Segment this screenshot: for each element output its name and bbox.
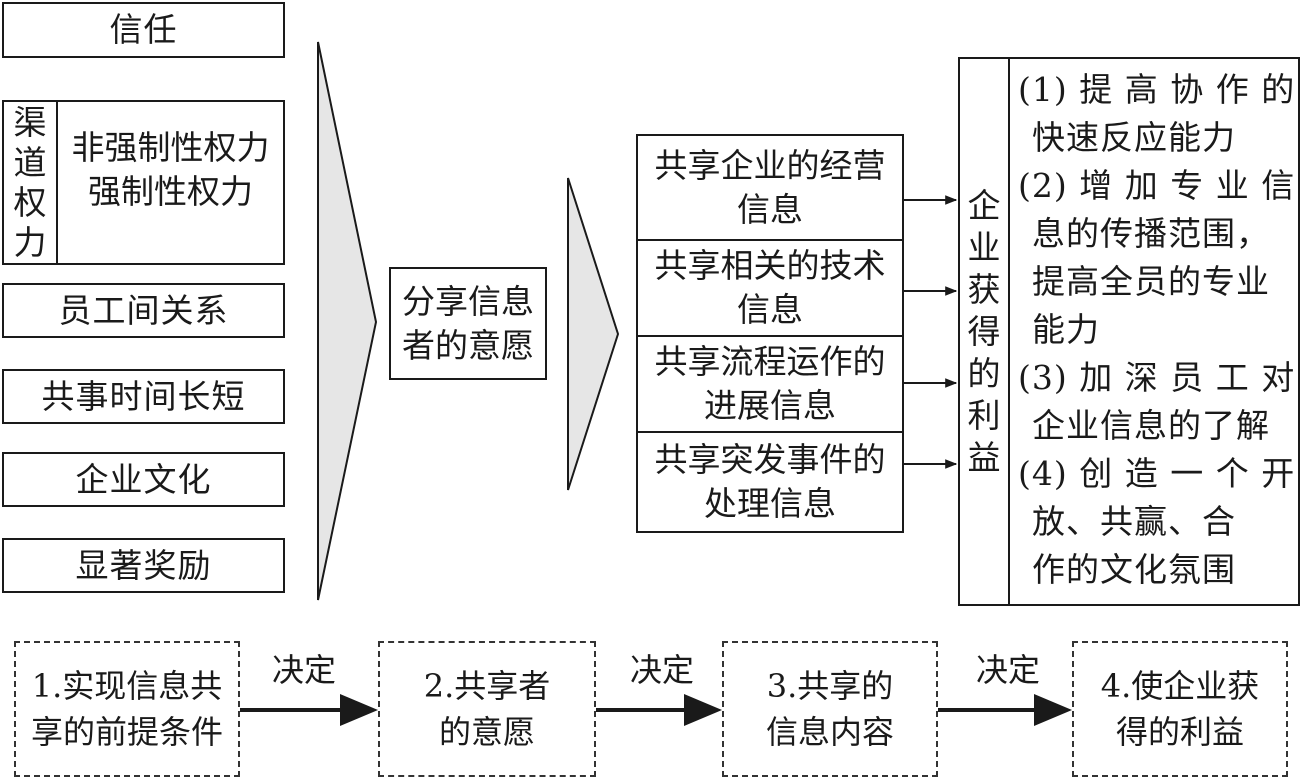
benefit-line-9: (4) 创 造 一 个 开 bbox=[1018, 454, 1296, 493]
shared-info-1-line-2: 信息 bbox=[737, 189, 803, 229]
shared-info-item-2: 共享相关的技术 信息 bbox=[636, 239, 904, 337]
stage-3-line-2: 信息内容 bbox=[765, 713, 894, 751]
funnel-small bbox=[567, 177, 620, 491]
channel-power-char-3: 权 bbox=[13, 182, 47, 222]
benefits-title-char-7: 益 bbox=[967, 437, 1001, 477]
benefit-line-1: (1) 提 高 协 作 的 bbox=[1018, 70, 1296, 109]
shared-info-2-line-2: 信息 bbox=[737, 290, 803, 329]
funnel-large bbox=[317, 41, 378, 601]
corporate-culture-text: 企业文化 bbox=[75, 459, 212, 499]
shared-info-1-line-1: 共享企业的经营 bbox=[654, 145, 886, 185]
precondition-trust: 信任 bbox=[2, 2, 285, 58]
benefit-line-6: 能力 bbox=[1032, 310, 1100, 349]
shared-info-item-3: 共享流程运作的 进展信息 bbox=[636, 335, 904, 433]
benefit-line-8: 企业信息的了解 bbox=[1032, 406, 1270, 445]
time-together-text: 共事时间长短 bbox=[41, 376, 246, 416]
shared-info-4-line-2: 处理信息 bbox=[704, 484, 836, 523]
channel-power-title: 渠 道 权 力 bbox=[4, 102, 58, 263]
benefits-title-char-5: 的 bbox=[967, 353, 1001, 393]
benefits-title-char-2: 业 bbox=[967, 227, 1001, 267]
decides-arrow-3 bbox=[938, 694, 1072, 726]
shared-info-4-line-1: 共享突发事件的 bbox=[654, 440, 886, 479]
benefits-title-char-6: 利 bbox=[967, 395, 1001, 435]
benefit-line-10: 放、共赢、合 bbox=[1032, 502, 1236, 541]
stage-2-line-2: 的意愿 bbox=[438, 713, 535, 751]
benefits-title-char-1: 企 bbox=[967, 185, 1001, 225]
willingness-line-2: 者的意愿 bbox=[402, 325, 534, 365]
precondition-corporate-culture: 企业文化 bbox=[2, 452, 285, 507]
benefit-line-11: 作的文化氛围 bbox=[1032, 550, 1236, 589]
shared-info-item-1: 共享企业的经营 信息 bbox=[636, 134, 904, 241]
channel-power-types: 非强制性权力 强制性权力 bbox=[58, 110, 283, 230]
decides-label-2: 决定 bbox=[630, 651, 695, 689]
stage-3: 3.共享的 信息内容 bbox=[722, 641, 938, 777]
shared-info-3-line-1: 共享流程运作的 bbox=[654, 342, 886, 381]
benefit-line-2: 快速反应能力 bbox=[1032, 118, 1236, 157]
stage-2: 2.共享者 的意愿 bbox=[378, 641, 596, 777]
stage-1-line-1: 1.实现信息共 bbox=[31, 667, 223, 705]
channel-power-char-1: 渠 bbox=[13, 102, 47, 142]
employee-relations-text: 员工间关系 bbox=[58, 290, 229, 330]
shared-info-3-line-2: 进展信息 bbox=[704, 386, 836, 425]
decides-arrow-1 bbox=[240, 694, 378, 726]
benefit-line-5: 提高全员的专业 bbox=[1032, 262, 1270, 301]
stage-1: 1.实现信息共 享的前提条件 bbox=[14, 641, 240, 777]
benefit-line-4: 息的传播范围， bbox=[1032, 214, 1270, 253]
decides-label-3: 决定 bbox=[976, 651, 1041, 689]
willingness-box: 分享信息 者的意愿 bbox=[389, 267, 547, 380]
shared-info-item-4: 共享突发事件的 处理信息 bbox=[636, 431, 904, 533]
decides-label-1: 决定 bbox=[272, 651, 337, 689]
benefit-line-7: (3) 加 深 员 工 对 bbox=[1018, 358, 1296, 397]
channel-power-char-2: 道 bbox=[13, 142, 47, 182]
benefits-list: (1) 提 高 协 作 的 快速反应能力 (2) 增 加 专 业 信 息的传播范… bbox=[1018, 66, 1298, 594]
willingness-line-1: 分享信息 bbox=[402, 281, 534, 321]
precondition-notable-rewards: 显著奖励 bbox=[2, 538, 285, 593]
coercive-power: 强制性权力 bbox=[88, 172, 253, 211]
non-coercive-power: 非强制性权力 bbox=[71, 128, 270, 167]
notable-rewards-text: 显著奖励 bbox=[75, 545, 212, 585]
precondition-channel-power bbox=[2, 100, 285, 265]
benefits-title: 企 业 获 得 的 利 益 bbox=[960, 59, 1010, 604]
benefit-line-3: (2) 增 加 专 业 信 bbox=[1018, 166, 1296, 205]
stage-2-line-1: 2.共享者 bbox=[423, 667, 551, 705]
stage-1-line-2: 享的前提条件 bbox=[30, 713, 223, 751]
precondition-time-together: 共事时间长短 bbox=[2, 369, 285, 424]
precondition-trust-text: 信任 bbox=[109, 10, 178, 49]
benefits-title-char-4: 得 bbox=[967, 311, 1001, 351]
stage-4: 4.使企业获 得的利益 bbox=[1072, 641, 1288, 777]
benefits-title-char-3: 获 bbox=[967, 269, 1001, 309]
stage-4-line-1: 4.使企业获 bbox=[1100, 667, 1260, 705]
stage-4-line-2: 得的利益 bbox=[1115, 713, 1244, 751]
stage-3-line-1: 3.共享的 bbox=[766, 667, 894, 705]
benefits-box bbox=[958, 57, 1300, 606]
decides-arrow-2 bbox=[596, 694, 722, 726]
precondition-employee-relations: 员工间关系 bbox=[2, 283, 285, 338]
channel-power-char-4: 力 bbox=[13, 222, 47, 262]
shared-info-2-line-1: 共享相关的技术 bbox=[654, 246, 886, 285]
